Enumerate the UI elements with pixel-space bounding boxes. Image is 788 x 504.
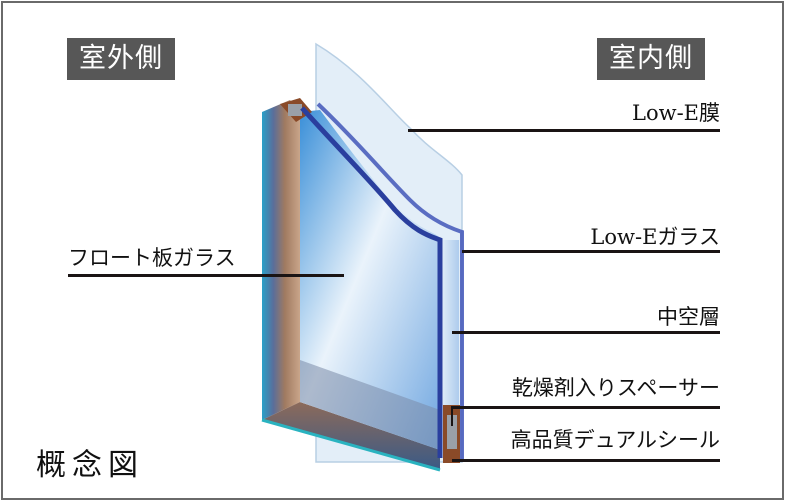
callout-float-glass: フロート板ガラス — [68, 246, 236, 270]
leader-line-low-e-film — [408, 129, 720, 132]
callout-spacer: 乾燥剤入りスペーサー — [511, 376, 720, 400]
callout-low-e-glass: Low-Eガラス — [590, 225, 720, 249]
diagram-title: 概念図 — [36, 448, 144, 483]
callout-hollow-layer: 中空層 — [657, 305, 720, 329]
leader-line-dual-seal — [452, 459, 720, 462]
callout-low-e-film: Low-E膜 — [632, 101, 720, 125]
outdoor-side-label: 室外側 — [67, 38, 175, 80]
leader-line-spacer — [452, 406, 720, 409]
indoor-side-label: 室内側 — [597, 38, 705, 80]
leader-line-spacer-drop — [451, 406, 453, 426]
leader-line-float-glass — [68, 274, 344, 277]
callout-dual-seal: 高品質デュアルシール — [510, 428, 720, 452]
leader-line-low-e-glass — [462, 250, 720, 253]
leader-line-hollow-layer — [452, 331, 720, 334]
